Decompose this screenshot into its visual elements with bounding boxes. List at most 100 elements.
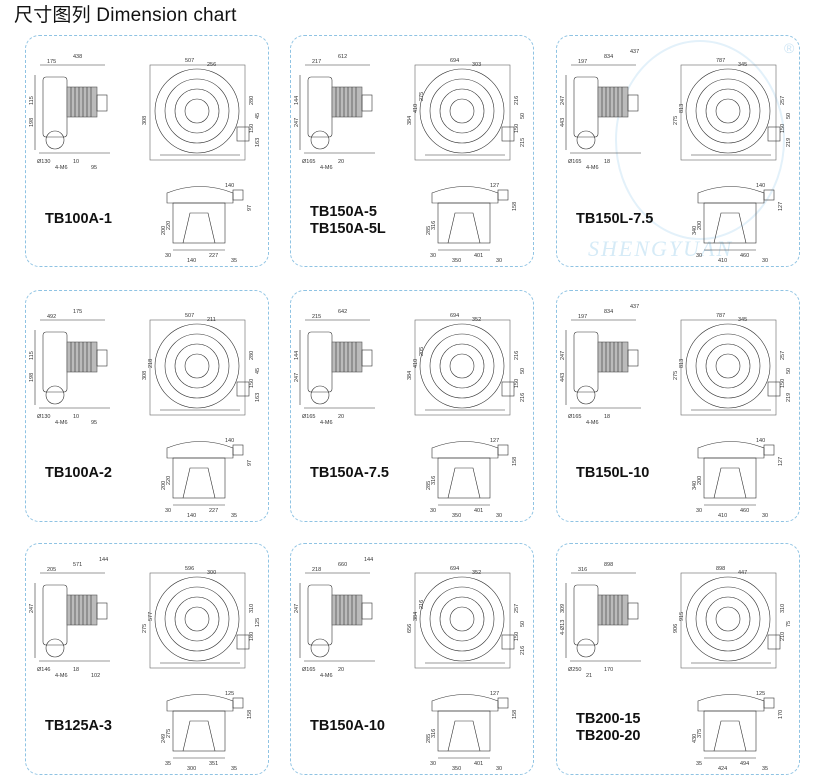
dim-label: 4-M6 (320, 165, 333, 171)
dim-label: 219 (786, 393, 792, 402)
side-endcap (96, 602, 108, 620)
side-inlet (310, 130, 330, 150)
base-outlet (763, 444, 775, 456)
dim-label: 275 (142, 624, 148, 633)
base-top (431, 441, 499, 459)
dim-label: 115 (29, 351, 35, 360)
dim-label: 401 (474, 508, 483, 514)
dim-label: 220 (166, 221, 172, 230)
dim-label: 694 (450, 566, 459, 572)
dim-label: 280 (249, 351, 255, 360)
dim-label: 95 (91, 165, 97, 171)
base-stand (172, 457, 226, 499)
side-motor (66, 594, 98, 626)
dim-label: 170 (604, 667, 613, 673)
base-outlet (497, 189, 509, 201)
front-scroll (685, 323, 771, 409)
dim-label: Ø165 (568, 159, 581, 165)
side-housing (42, 584, 68, 646)
dim-label: 834 (604, 309, 613, 315)
front-frame (680, 572, 777, 669)
side-motor (331, 594, 363, 626)
dim-label: 140 (187, 258, 196, 264)
dim-label: 247 (294, 118, 300, 127)
model-label: TB100A-1 (45, 211, 112, 228)
dim-label: 163 (255, 138, 261, 147)
dim-label: 50 (520, 113, 526, 119)
dim-label: 437 (630, 49, 639, 55)
dim-label: 218 (312, 567, 321, 573)
base-legs (182, 467, 216, 499)
front-hub (184, 98, 210, 124)
dim-label: 140 (187, 513, 196, 519)
base-legs (182, 720, 216, 752)
front-scroll (685, 576, 771, 662)
watermark-logo-ring (615, 40, 785, 240)
dim-label: 163 (255, 393, 261, 402)
blower-drawing: 492175115198Ø1304-M610955072113082182804… (29, 309, 261, 519)
side-housing (573, 584, 599, 646)
dim-label: 197 (578, 59, 587, 65)
dim-label: 410 (413, 104, 419, 113)
card-tb200-15 (556, 543, 800, 775)
dim-label: Ø165 (302, 414, 315, 420)
dim-label: 211 (207, 317, 216, 323)
dim-label: 35 (231, 513, 237, 519)
dim-label: 216 (514, 351, 520, 360)
front-scroll (685, 68, 771, 154)
page-title: 尺寸图列 Dimension chart (14, 5, 237, 26)
front-hub (184, 353, 210, 379)
dim-label: 198 (29, 118, 35, 127)
dim-label: 285 (426, 226, 432, 235)
blower-drawing: 197834437247443Ø1654-M618787345275813257… (560, 304, 792, 519)
blower-drawing: 3168983094-Ø13Ø2502117089844790691531075… (560, 562, 792, 772)
side-motor (331, 86, 363, 118)
front-frame (414, 64, 511, 161)
dim-label: 443 (560, 373, 566, 382)
dim-label: 144 (364, 557, 373, 563)
front-ring (164, 586, 230, 652)
dim-label: 125 (225, 691, 234, 697)
dim-label: Ø165 (302, 159, 315, 165)
dim-label: 300 (187, 766, 196, 772)
dim-label: 447 (738, 570, 747, 576)
base-outlet (232, 189, 244, 201)
base-top (431, 694, 499, 712)
side-housing (42, 331, 68, 393)
dim-label: 345 (738, 317, 747, 323)
dim-label: 150 (249, 124, 255, 133)
dim-label: 410 (718, 258, 727, 264)
front-frame (680, 319, 777, 416)
dim-label: 424 (718, 766, 727, 772)
base-top (431, 186, 499, 204)
dim-label: 443 (560, 118, 566, 127)
dim-label: 170 (778, 710, 784, 719)
dim-label: 200 (161, 226, 167, 235)
model-line: TB100A-1 (45, 211, 112, 227)
side-housing (307, 331, 333, 393)
dim-label: 30 (430, 508, 436, 514)
front-ring (164, 333, 230, 399)
dim-label: Ø250 (568, 667, 581, 673)
dim-label: 144 (294, 96, 300, 105)
side-motor (597, 86, 629, 118)
front-scroll (154, 576, 240, 662)
front-outlet (767, 381, 781, 397)
front-frame (414, 319, 511, 416)
dim-label: 227 (209, 508, 218, 514)
dim-label: 75 (786, 621, 792, 627)
dim-label: 217 (312, 59, 321, 65)
front-outlet (236, 126, 250, 142)
dim-label: Ø130 (37, 159, 50, 165)
card-tb150a-5 (290, 35, 534, 267)
dim-label: 18 (73, 667, 79, 673)
blower-drawing: 175438115198Ø1304-M610955072563082804515… (29, 54, 261, 264)
dim-label: 401 (474, 761, 483, 767)
model-label: TB150L-7.5 (576, 211, 653, 228)
base-top (697, 186, 765, 204)
dim-label: 216 (520, 393, 526, 402)
blower-drawing: 197834437247443Ø1654-M618787345275813257… (560, 49, 792, 264)
